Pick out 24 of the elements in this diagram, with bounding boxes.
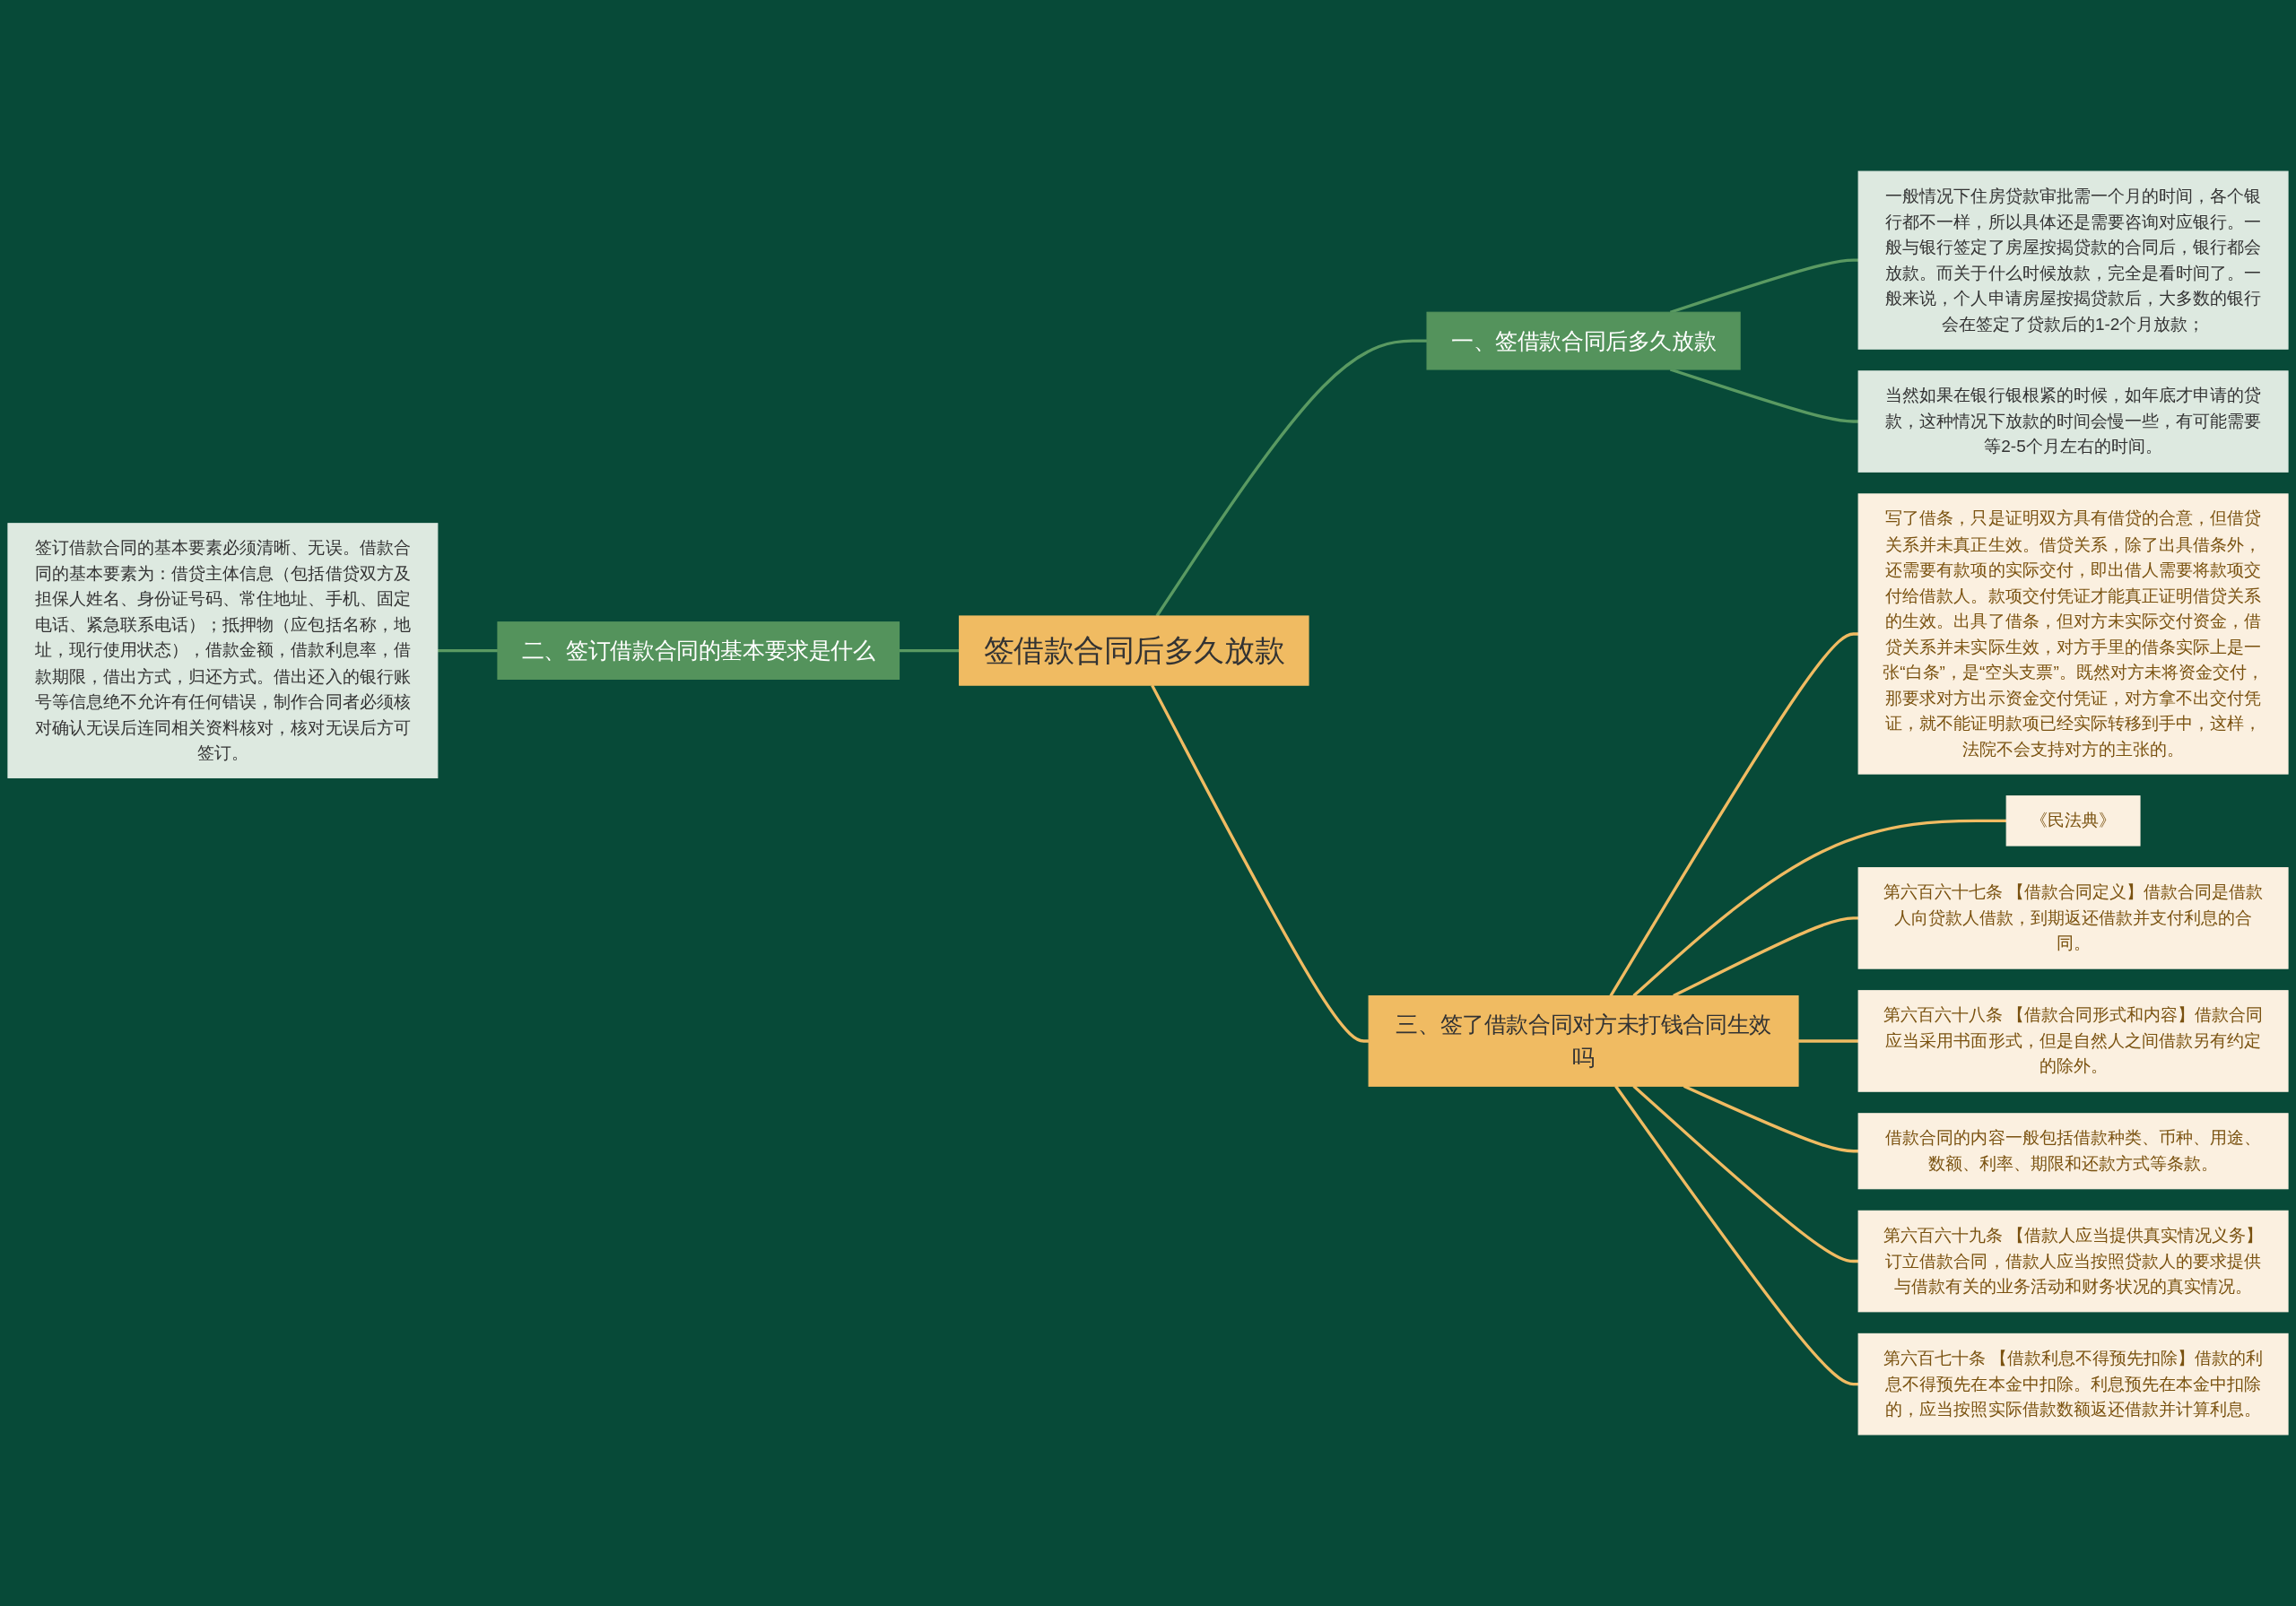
connector bbox=[1798, 1039, 1859, 1043]
connector bbox=[1155, 339, 1428, 617]
node-box: 一般情况下住房贷款审批需一个月的时间，各个银行都不一样，所以具体还是需要咨询对应银行。一般与银行签定了房屋按揭贷款的合同后，银行都会放款。而关于什么时候放款，完全是看时间了。一般来说，个人申请房屋按揭贷款后，大多数的银行会在签定了贷款后的1-2个月放款； bbox=[1857, 170, 2289, 350]
connector bbox=[1669, 258, 1859, 314]
node-box: 签订借款合同的基本要素必须清晰、无误。借款合同的基本要素为：借贷主体信息（包括借贷双方及担保人姓名、身份证号码、常住地址、手机、固定电话、紧急联系电话）；抵押物（应包括名称，地址，现行使用状态），借款金额，借款利息率，借款期限，借出方式，归还方式。借出还入的银行账号等信息绝不允许有任何错误，制作合同者必须核对确认无误后连同相关资料核对，核对无误后方可签订。 bbox=[7, 523, 439, 778]
node-box: 签借款合同后多久放款 bbox=[959, 615, 1309, 686]
node-box: 二、签订借款合同的基本要求是什么 bbox=[497, 621, 900, 680]
connector bbox=[1632, 819, 2007, 997]
connector bbox=[1632, 1085, 1859, 1263]
node-box: 借款合同的内容一般包括借款种类、币种、用途、数额、利率、期限和还款方式等条款。 bbox=[1857, 1113, 2289, 1190]
connector bbox=[1151, 684, 1370, 1043]
connector bbox=[1614, 1085, 1859, 1386]
node-box: 写了借条，只是证明双方具有借贷的合意，但借贷关系并未真正生效。借贷关系，除了出具借条外，还需要有款项的实际交付，即出借人需要将款项交付给借款人。款项交付凭证才能真正证明借贷关系的生效。出具了借条，但对方未实际交付资金，借贷关系并未实际生效，对方手里的借条实际上是一张“白条”，是“空头支票”。既然对方未将资金交付，那要求对方出示资金交付凭证，对方拿不出交付凭证，就不能证明款项已经实际转移到手中，这样，法院不会支持对方的主张的。 bbox=[1857, 493, 2289, 775]
node-box: 《民法典》 bbox=[2005, 795, 2141, 846]
node-box: 第六百六十七条 【借款合同定义】借款合同是借款人向贷款人借款，到期返还借款并支付利息的合同。 bbox=[1857, 867, 2289, 969]
connector bbox=[1609, 632, 1859, 997]
connector bbox=[899, 648, 960, 653]
node-box: 三、签了借款合同对方未打钱合同生效吗 bbox=[1368, 995, 1799, 1087]
node-box: 第六百六十九条 【借款人应当提供真实情况义务】订立借款合同，借款人应当按照贷款人的要求提供与借款有关的业务活动和财务状况的真实情况。 bbox=[1857, 1210, 2289, 1313]
connector bbox=[437, 648, 498, 653]
node-box: 第六百六十八条 【借款合同形式和内容】借款合同应当采用书面形式，但是自然人之间借款另有约定的除外。 bbox=[1857, 990, 2289, 1092]
node-box: 第六百七十条 【借款利息不得预先扣除】借款的利息不得预先在本金中扣除。利息预先在本金中扣除的，应当按照实际借款数额返还借款并计算利息。 bbox=[1857, 1333, 2289, 1436]
node-box: 当然如果在银行银根紧的时候，如年底才申请的贷款，这种情况下放款的时间会慢一些，有可能需要等2-5个月左右的时间。 bbox=[1857, 370, 2289, 473]
node-box: 一、签借款合同后多久放款 bbox=[1426, 311, 1741, 370]
